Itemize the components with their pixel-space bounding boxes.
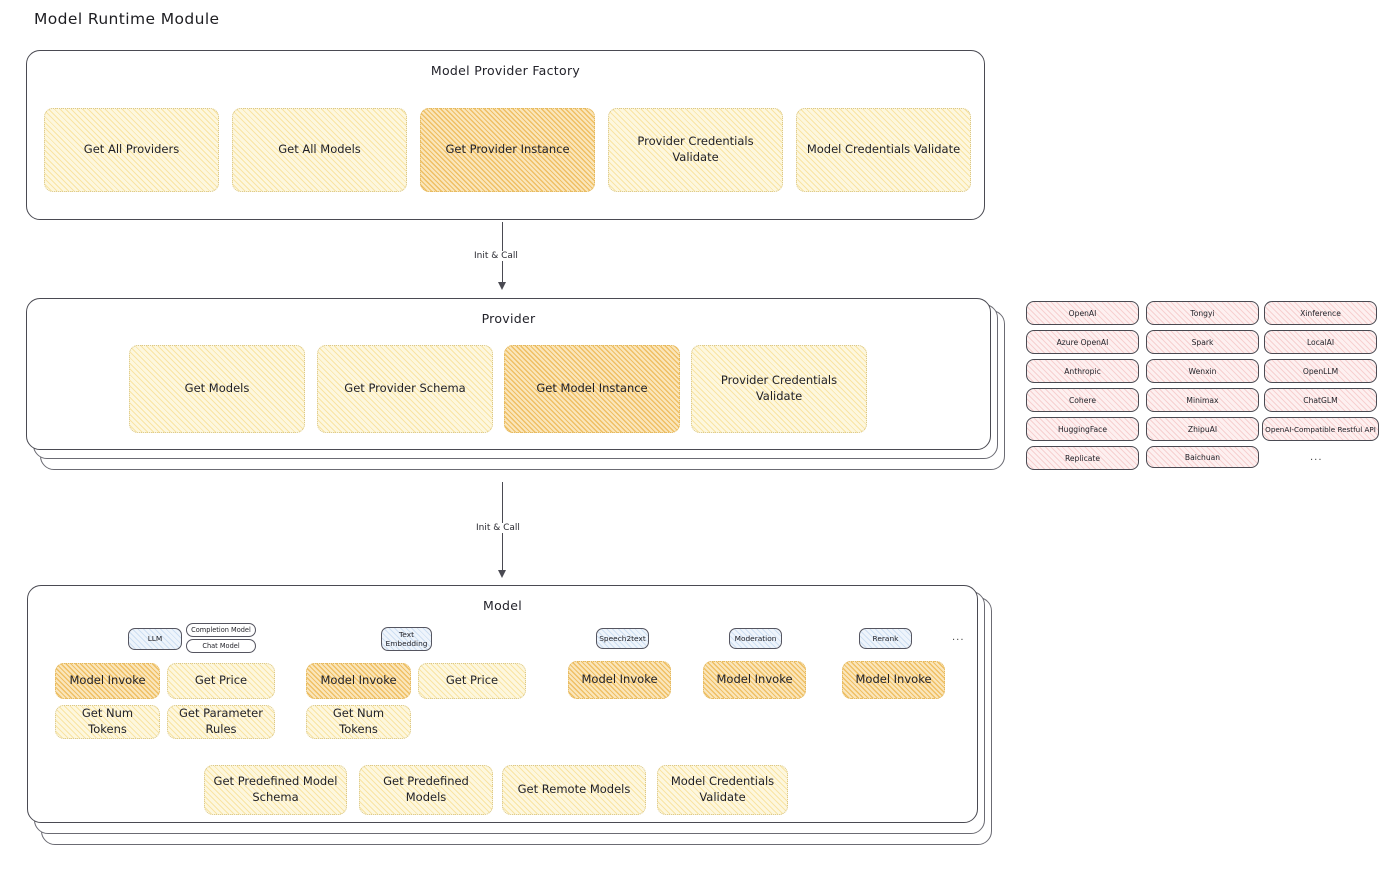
factory-box-model-credentials-validate[interactable]: Model Credentials Validate xyxy=(796,108,971,192)
model-method-speech2text-model-invoke[interactable]: Model Invoke xyxy=(568,661,671,699)
provider-box-get-model-instance[interactable]: Get Model Instance xyxy=(504,345,680,433)
model-types-ellipsis: ... xyxy=(952,632,965,643)
model-subtype-badge-completion-model[interactable]: Completion Model xyxy=(186,623,256,637)
arrow-provider-to-model-head xyxy=(498,570,506,578)
provider-chip-huggingface[interactable]: HuggingFace xyxy=(1026,417,1139,441)
model-title: Model xyxy=(482,598,523,613)
provider-title: Provider xyxy=(481,311,536,326)
provider-chip-cohere[interactable]: Cohere xyxy=(1026,388,1139,412)
provider-chip-localai[interactable]: LocalAI xyxy=(1264,330,1377,354)
factory-box-get-all-models[interactable]: Get All Models xyxy=(232,108,407,192)
model-method-llm-model-invoke[interactable]: Model Invoke xyxy=(55,663,160,699)
model-common-method-model-credentials-validate[interactable]: Model Credentials Validate xyxy=(657,765,788,815)
model-method-moderation-model-invoke[interactable]: Model Invoke xyxy=(703,661,806,699)
model-common-method-get-predefined-model-schema[interactable]: Get Predefined Model Schema xyxy=(204,765,347,815)
provider-box-get-provider-schema[interactable]: Get Provider Schema xyxy=(317,345,493,433)
model-method-text-embedding-get-price[interactable]: Get Price xyxy=(418,663,526,699)
model-type-badge-moderation[interactable]: Moderation xyxy=(729,628,782,649)
provider-chip-anthropic[interactable]: Anthropic xyxy=(1026,359,1139,383)
arrow-factory-to-provider-label: Init & Call xyxy=(470,251,522,261)
provider-list-ellipsis: ... xyxy=(1310,452,1323,463)
model-provider-factory-title: Model Provider Factory xyxy=(430,63,581,78)
provider-chip-xinference[interactable]: Xinference xyxy=(1264,301,1377,325)
model-method-llm-get-price[interactable]: Get Price xyxy=(167,663,275,699)
model-common-method-get-predefined-models[interactable]: Get Predefined Models xyxy=(359,765,493,815)
model-method-text-embedding-get-num-tokens[interactable]: Get Num Tokens xyxy=(306,705,411,739)
provider-chip-minimax[interactable]: Minimax xyxy=(1146,388,1259,412)
provider-chip-spark[interactable]: Spark xyxy=(1146,330,1259,354)
model-subtype-badge-chat-model[interactable]: Chat Model xyxy=(186,639,256,653)
provider-chip-openai[interactable]: OpenAI xyxy=(1026,301,1139,325)
provider-chip-azure-openai[interactable]: Azure OpenAI xyxy=(1026,330,1139,354)
model-type-badge-llm[interactable]: LLM xyxy=(128,628,182,650)
provider-chip-chatglm[interactable]: ChatGLM xyxy=(1264,388,1377,412)
provider-chip-openai-compatible-restful-api[interactable]: OpenAI-Compatible Restful API xyxy=(1262,417,1379,441)
arrow-factory-to-provider-head xyxy=(498,282,506,290)
provider-box-get-models[interactable]: Get Models xyxy=(129,345,305,433)
model-type-badge-rerank[interactable]: Rerank xyxy=(859,628,912,649)
factory-box-get-all-providers[interactable]: Get All Providers xyxy=(44,108,219,192)
provider-chip-zhipuai[interactable]: ZhipuAI xyxy=(1146,417,1259,441)
model-type-badge-speech2text[interactable]: Speech2text xyxy=(596,628,649,649)
provider-box-provider-credentials-validate[interactable]: Provider Credentials Validate xyxy=(691,345,867,433)
provider-chip-tongyi[interactable]: Tongyi xyxy=(1146,301,1259,325)
model-common-method-get-remote-models[interactable]: Get Remote Models xyxy=(502,765,646,815)
provider-chip-wenxin[interactable]: Wenxin xyxy=(1146,359,1259,383)
provider-chip-baichuan[interactable]: Baichuan xyxy=(1146,446,1259,468)
model-method-text-embedding-model-invoke[interactable]: Model Invoke xyxy=(306,663,411,699)
provider-chip-replicate[interactable]: Replicate xyxy=(1026,446,1139,470)
page-title: Model Runtime Module xyxy=(34,10,220,28)
provider-chip-openllm[interactable]: OpenLLM xyxy=(1264,359,1377,383)
model-type-badge-text-embedding[interactable]: Text Embedding xyxy=(381,627,432,651)
factory-box-provider-credentials-validate[interactable]: Provider Credentials Validate xyxy=(608,108,783,192)
arrow-provider-to-model-label: Init & Call xyxy=(472,523,524,533)
model-method-llm-get-parameter-rules[interactable]: Get Parameter Rules xyxy=(167,705,275,739)
factory-box-get-provider-instance[interactable]: Get Provider Instance xyxy=(420,108,595,192)
model-method-llm-get-num-tokens[interactable]: Get Num Tokens xyxy=(55,705,160,739)
model-method-rerank-model-invoke[interactable]: Model Invoke xyxy=(842,661,945,699)
